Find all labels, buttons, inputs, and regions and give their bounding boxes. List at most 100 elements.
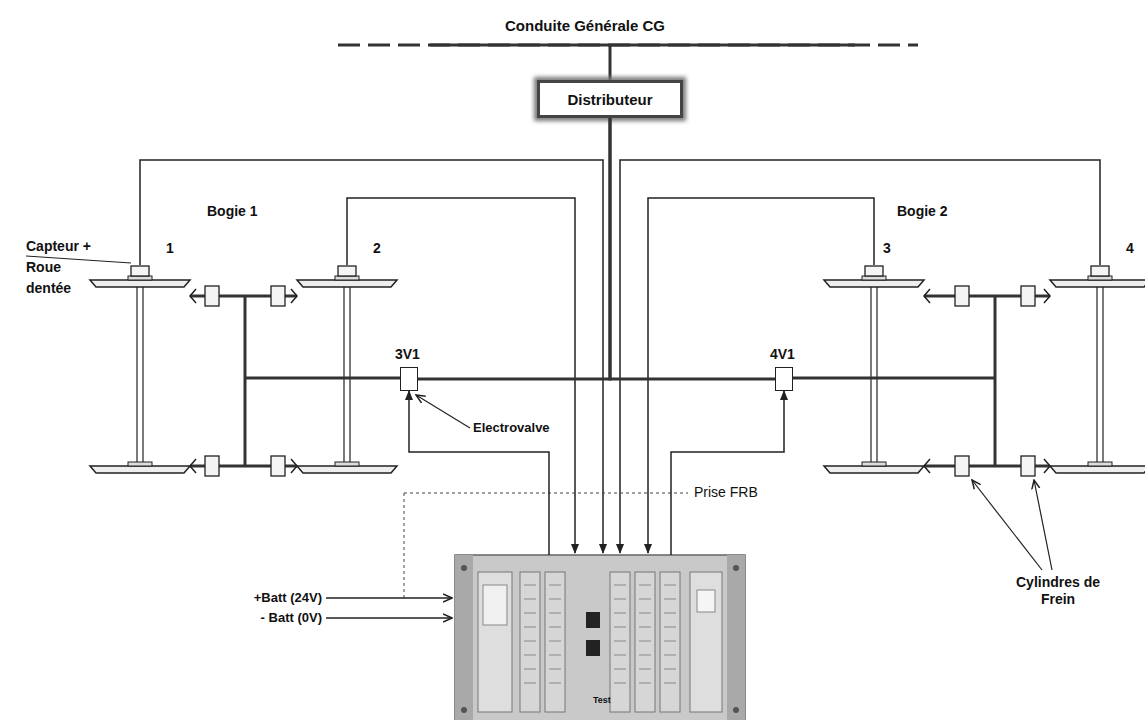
axle [1096,282,1097,468]
wheel-hub [1088,462,1112,466]
card-detail [614,641,626,642]
brake-shoe [924,459,930,473]
air-pipe [418,118,610,379]
node-label: Distributeur [567,91,652,108]
wheel-hub [335,462,359,466]
axle [876,282,877,468]
part-label: Bogie 2 [897,203,948,220]
card-detail [614,613,626,614]
card-detail [549,655,561,656]
card-detail [549,627,561,628]
leader-line [416,395,470,428]
valve-label: 3V1 [395,346,420,362]
leader-line [1034,480,1052,570]
card-detail [614,655,626,656]
brake-cylinder [1021,456,1035,476]
axle [343,282,344,468]
battery-wire [326,617,452,619]
card-detail [549,599,561,600]
leader-line [972,480,1042,570]
pipe [245,377,400,380]
valve-label: 4V1 [770,346,795,362]
part-label: - Batt (0V) [150,610,322,626]
box-shadow [537,80,683,118]
card-detail [614,585,626,586]
speed-sensor [338,266,356,276]
card-detail [639,627,651,628]
card-detail [639,641,651,642]
card-detail [614,599,626,600]
card-detail [524,599,536,600]
card-detail [524,641,536,642]
speed-sensor [1091,266,1109,276]
connector-line [404,493,688,494]
connector-line [404,493,405,598]
rack-card [610,572,630,712]
sensor-wire [140,160,603,553]
rack-text: Test [593,695,611,705]
bogie-frame [244,296,247,466]
brake-shoe [291,289,297,303]
brake-pipe [338,44,918,47]
brake-cylinder [1021,286,1035,306]
rack-card [635,572,655,712]
sensor-wire [620,160,1100,553]
card-detail [524,655,536,656]
wheel [1050,280,1145,287]
card-detail [549,585,561,586]
part-label: Cylindres de Frein [1008,574,1108,608]
card-detail [549,683,561,684]
brake-shoe [190,289,196,303]
brake-shoe [1044,289,1050,303]
card-detail [664,585,676,586]
pipe [609,45,612,80]
distributor-box: Distributeur [537,80,683,118]
control-wire [671,391,784,555]
card-detail [639,613,651,614]
electronic-rack [455,555,745,720]
card-detail [664,627,676,628]
bogie-frame [994,296,997,466]
air-pipe [610,118,775,379]
callout-number: 1 [166,240,174,257]
card-detail [664,613,676,614]
card-detail [664,641,676,642]
axle [142,282,143,468]
wheel [824,466,924,473]
wheel-hub [862,462,886,466]
axle [136,282,137,468]
part-label: Bogie 1 [207,203,258,220]
brake-cylinder [271,286,285,306]
axle [349,282,350,468]
rack-card [520,572,540,712]
pipe [792,377,995,380]
card-detail [524,683,536,684]
wheel [297,466,397,473]
card-detail [639,669,651,670]
brake-shoe [190,459,196,473]
rack-card [545,572,565,712]
wheel [90,280,190,287]
speed-sensor [131,266,149,276]
solenoid-valve: 3V1 [400,367,418,391]
card-detail [549,613,561,614]
axle [1102,282,1103,468]
part-label: Prise FRB [694,484,758,501]
brake-cylinder [205,286,219,306]
brake-shoe [924,289,930,303]
card-detail [664,599,676,600]
card-detail [614,669,626,670]
card-detail [639,655,651,656]
brake-pipe [430,44,855,47]
card-detail [664,655,676,656]
card-detail [524,613,536,614]
card-detail [639,585,651,586]
card-detail [664,669,676,670]
card-detail [664,683,676,684]
wheel [824,280,924,287]
brake-shoe [1044,459,1050,473]
card-detail [639,683,651,684]
part-label: Conduite Générale CG [505,17,665,35]
brake-shoe [291,459,297,473]
wheel-hub [128,462,152,466]
